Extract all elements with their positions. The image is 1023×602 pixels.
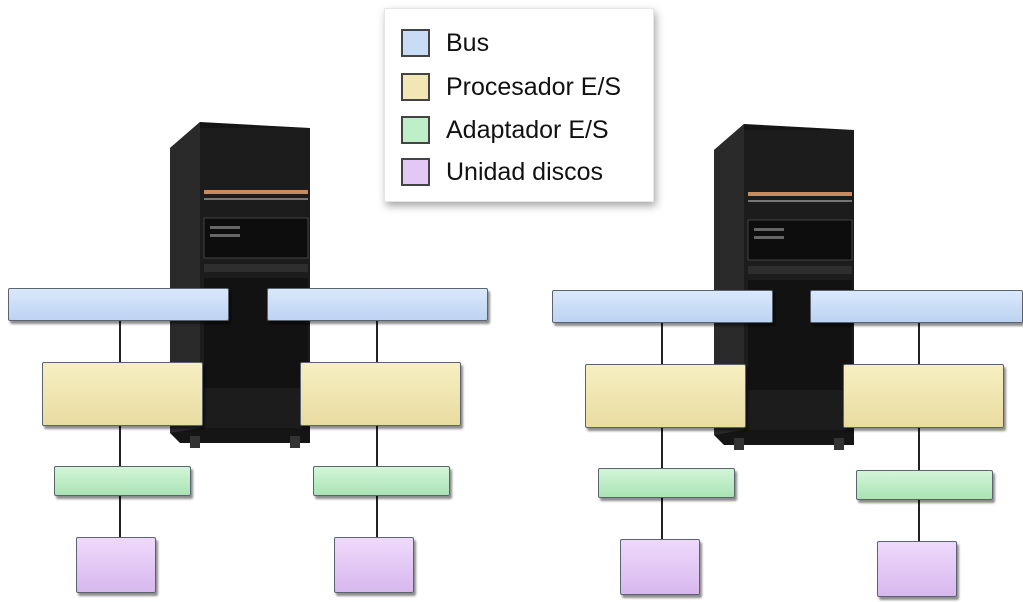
connector-line	[119, 320, 121, 545]
legend-item-io-processor: Procesador E/S	[401, 72, 621, 102]
bus-box	[8, 288, 229, 321]
legend-item-disk-unit: Unidad discos	[401, 157, 603, 187]
io-processor-box	[300, 362, 461, 426]
disk-unit-box	[76, 537, 156, 593]
io-processor-box	[843, 364, 1004, 428]
disk-unit-box	[334, 537, 414, 593]
bus-box	[810, 290, 1023, 323]
legend-swatch	[401, 116, 430, 144]
legend-swatch	[401, 158, 430, 186]
legend-swatch	[401, 29, 430, 57]
legend-swatch	[401, 73, 430, 101]
legend-label: Unidad discos	[446, 157, 604, 186]
legend-item-io-adapter: Adaptador E/S	[401, 115, 609, 145]
legend: Bus Procesador E/S Adaptador E/S Unidad …	[384, 8, 654, 202]
connector-line	[376, 320, 378, 545]
io-adapter-box	[856, 470, 993, 500]
io-processor-box	[42, 362, 203, 426]
io-adapter-box	[313, 466, 450, 496]
io-processor-box	[585, 364, 746, 428]
disk-unit-box	[877, 541, 957, 597]
legend-item-bus: Bus	[401, 28, 489, 58]
legend-label: Adaptador E/S	[446, 115, 609, 144]
legend-label: Bus	[446, 28, 490, 57]
bus-box	[267, 288, 488, 321]
bus-box	[552, 290, 773, 323]
disk-unit-box	[620, 539, 700, 595]
connector-line	[918, 322, 920, 547]
legend-label: Procesador E/S	[446, 72, 622, 101]
io-adapter-box	[598, 468, 735, 498]
io-adapter-box	[54, 466, 191, 496]
connector-line	[661, 322, 663, 547]
